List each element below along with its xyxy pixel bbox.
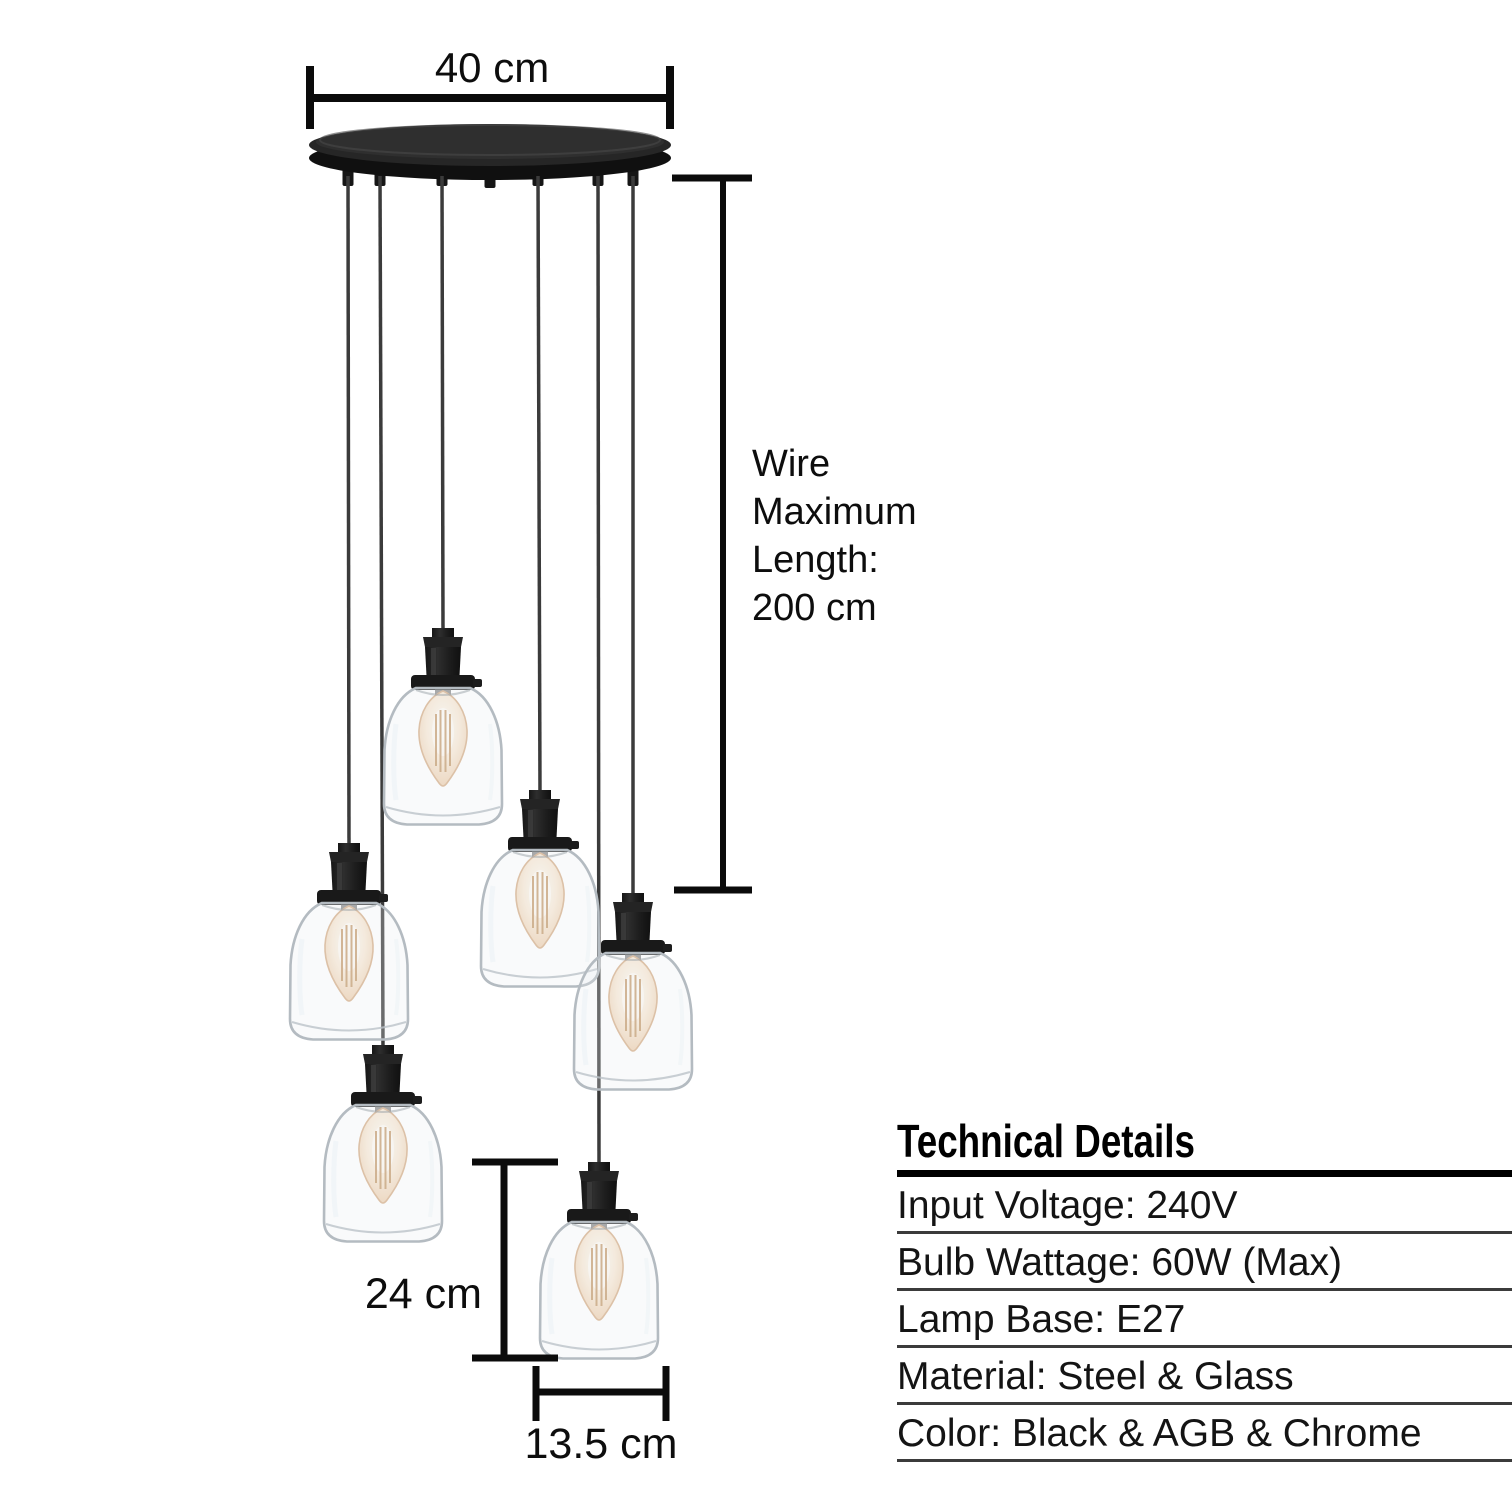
title-underline (897, 1170, 1512, 1177)
pendant-lamp-3 (290, 843, 408, 1040)
pendant-lamp-1 (384, 628, 502, 825)
pendant-wire (440, 175, 445, 633)
tech-row-lamp-base: Lamp Base: E27 (897, 1291, 1512, 1348)
canopy-width-dimension-line (306, 66, 674, 129)
ceiling-canopy (309, 124, 671, 188)
tech-row-bulb-wattage: Bulb Wattage: 60W (Max) (897, 1234, 1512, 1291)
shade-diameter-label: 13.5 cm (524, 1420, 678, 1468)
pendant-wire (378, 175, 385, 1050)
technical-details-title: Technical Details (897, 1115, 1195, 1167)
dimension-lines (306, 66, 752, 1421)
pendant-lamp-6 (540, 1162, 658, 1359)
canopy-width-label: 40 cm (434, 44, 550, 91)
shade-diameter-dimension-line (532, 1366, 670, 1421)
pendant-lamp-5 (324, 1045, 442, 1242)
pendant-lamp-2 (481, 790, 599, 987)
tech-row-color: Color: Black & AGB & Chrome (897, 1405, 1512, 1462)
wire-max-length-label: Wire Maximum Length: 200 cm (752, 443, 917, 629)
pendant-wire (536, 175, 542, 795)
tech-row-input-voltage: Input Voltage: 240V (897, 1177, 1512, 1234)
pendant-wire (346, 175, 351, 848)
tech-row-material: Material: Steel & Glass (897, 1348, 1512, 1405)
technical-details-panel: Technical Details Input Voltage: 240V Bu… (897, 1112, 1512, 1462)
shade-height-dimension-line (472, 1158, 558, 1362)
shade-height-label: 24 cm (364, 1270, 482, 1318)
wire-length-dimension-line (672, 174, 752, 894)
